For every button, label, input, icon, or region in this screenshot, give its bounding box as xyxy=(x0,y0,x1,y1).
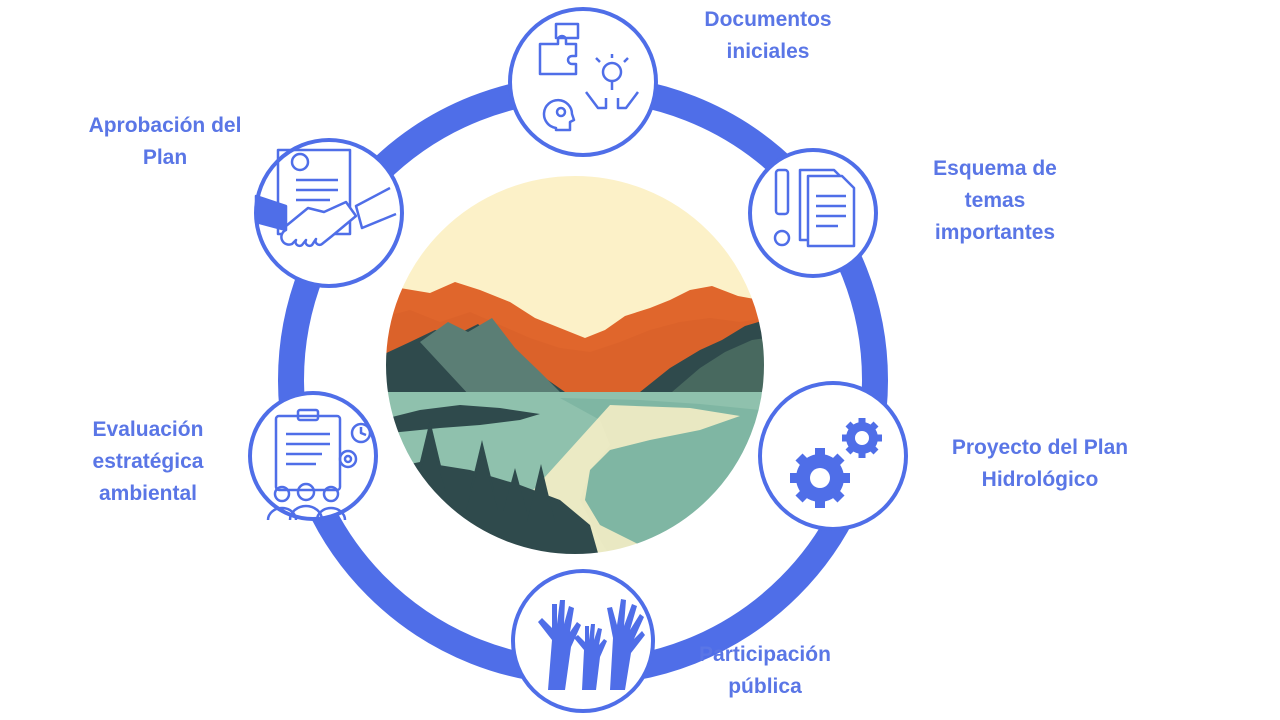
label-proyecto: Proyecto del Plan Hidrológico xyxy=(920,432,1160,496)
clipboard-team-icon xyxy=(266,408,372,521)
label-line: ambiental xyxy=(98,482,198,505)
label-line: Hidrológico xyxy=(981,468,1099,491)
raised-hands-icon xyxy=(538,599,645,690)
label-line: estratégica xyxy=(92,450,204,473)
label-line: iniciales xyxy=(726,40,810,63)
label-aprobacion: Aprobación del Plan xyxy=(60,110,270,174)
node-proyecto xyxy=(758,381,908,531)
label-line: Proyecto del Plan xyxy=(951,436,1129,459)
node-evaluacion xyxy=(248,391,378,521)
gears-icon xyxy=(790,418,882,508)
label-line: importantes xyxy=(934,221,1056,244)
label-line: pública xyxy=(728,675,802,698)
node-esquema xyxy=(748,148,878,278)
label-line: Esquema de xyxy=(933,157,1057,180)
handshake-contract-icon xyxy=(254,148,397,248)
label-evaluacion: Evaluación estratégica ambiental xyxy=(48,414,248,510)
label-line: Participación xyxy=(699,643,831,666)
node-documentos xyxy=(508,7,658,157)
documents-exclamation-icon xyxy=(773,168,856,248)
label-line: Evaluación xyxy=(92,418,204,441)
label-esquema: Esquema de temas importantes xyxy=(895,153,1095,249)
puzzle-ideas-icon xyxy=(538,22,639,132)
label-line: Documentos xyxy=(704,8,832,31)
label-documentos: Documentos iniciales xyxy=(668,4,868,68)
label-line: Aprobación del xyxy=(88,114,242,137)
node-participacion xyxy=(511,569,655,713)
label-line: Plan xyxy=(142,146,188,169)
label-line: temas xyxy=(964,189,1026,212)
label-participacion: Participación pública xyxy=(665,639,865,703)
node-aprobacion xyxy=(254,138,404,288)
